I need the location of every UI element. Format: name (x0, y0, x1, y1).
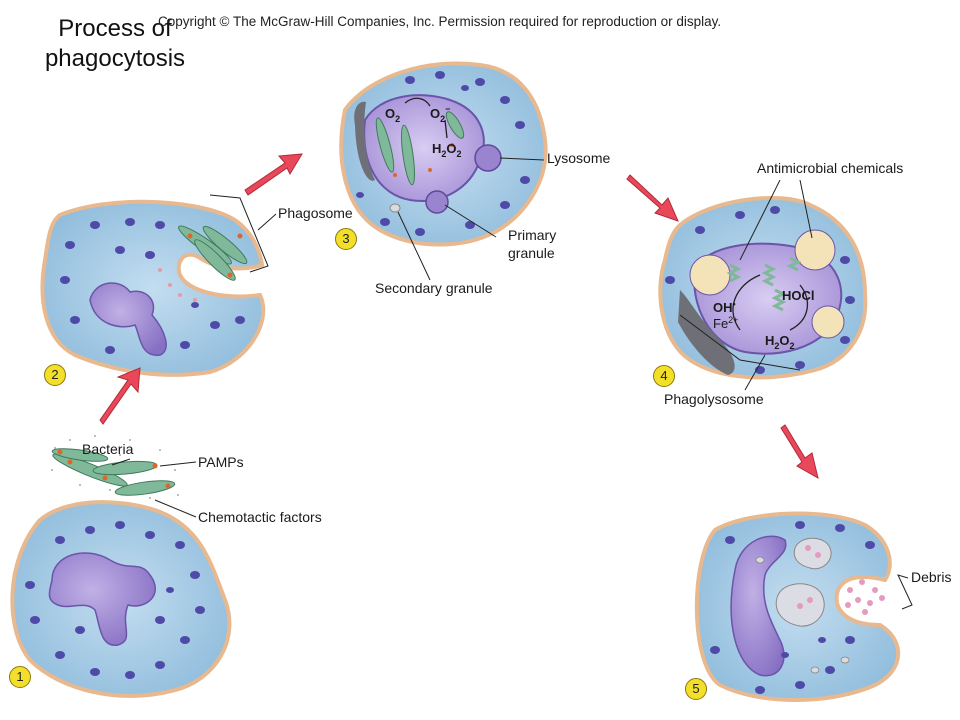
reaction-arrow (404, 97, 431, 107)
cell-5-neutrophil (694, 511, 901, 702)
leader-secondary-granule (397, 211, 431, 281)
leader-lysosome (499, 157, 545, 161)
cell-2-granules (60, 218, 245, 354)
secondary-granule-body (389, 203, 401, 213)
cell-3-membrane-fold (354, 101, 375, 181)
label-primary-granule-line1: Primary (508, 227, 557, 243)
residual-vacuole (793, 537, 832, 570)
cell-4-granules (665, 206, 855, 374)
label-secondary-granule: Secondary granule (375, 280, 493, 296)
label-chemotactic-factors: Chemotactic factors (198, 509, 322, 525)
arrow-step2-to-3 (244, 153, 303, 196)
pamps-dots (57, 449, 171, 489)
cell-2-pink-granules (158, 268, 197, 302)
copyright-notice: Copyright © The McGraw-Hill Companies, I… (158, 14, 722, 29)
step-badge-1: 1 (9, 666, 31, 688)
transition-arrows (99, 153, 819, 480)
label-phagosome: Phagosome (278, 205, 353, 221)
primary-granule-body (425, 190, 449, 214)
step-badge-3: 3 (335, 228, 357, 250)
bacterium (51, 448, 109, 462)
cell-5-secondary-granules (755, 556, 850, 674)
cell-4-membrane-fold (678, 290, 735, 375)
phagolysosome-bracket (679, 314, 801, 371)
chem-hocl: HOCl (782, 288, 815, 303)
label-pamps: PAMPs (198, 454, 244, 470)
cell-3-red-dots (393, 143, 454, 177)
arrow-step3-to-4 (626, 174, 679, 222)
leader-antimicrobial-1 (739, 179, 781, 261)
leader-phagolysosome (744, 354, 766, 391)
cell-4-neutrophil: OH• Fe2+ HOCl H2O2 (658, 195, 868, 380)
chem-iron: Fe2+ (713, 315, 738, 331)
cell-3-granules (356, 71, 530, 236)
arrow-step4-to-5 (780, 424, 819, 480)
cell-5-granules (710, 521, 875, 694)
antimicrobial-granule (811, 305, 845, 339)
phagosome-bacteria (178, 225, 248, 281)
bacteria-cluster (51, 435, 179, 499)
arrow-step1-to-2 (99, 367, 141, 425)
leader-chemotactic (154, 499, 197, 518)
bacterium (445, 111, 465, 139)
lysosome-body (474, 144, 502, 172)
label-debris: Debris (911, 569, 952, 585)
cell-2-neutrophil (40, 199, 266, 377)
reaction-arrow (444, 119, 448, 139)
step-badge-4: 4 (653, 365, 675, 387)
cell-1-neutrophil (10, 500, 232, 698)
fragmented-bacteria (726, 256, 802, 312)
leader-phagosome (257, 213, 277, 231)
chem-o2: O2 (385, 106, 400, 124)
antimicrobial-granule (689, 254, 731, 296)
leader-bacteria (111, 458, 131, 466)
chem-superoxide: O2− (430, 104, 450, 124)
bacterium (92, 460, 158, 476)
chem-h2o2-step3: H2O2 (432, 141, 462, 159)
cell-1-nucleus (48, 552, 156, 646)
cell-1-granules (25, 521, 205, 679)
slide-title: Process of phagocytosis (44, 15, 186, 72)
reaction-arrow (732, 274, 761, 331)
debris-bracket (897, 574, 913, 610)
bacterium (114, 480, 176, 496)
leader-primary-granule (444, 204, 497, 238)
reaction-arrow (789, 284, 809, 331)
label-lysosome: Lysosome (547, 150, 611, 166)
antimicrobial-granule (794, 229, 836, 271)
cell-5-nucleus (730, 535, 787, 677)
step-badge-5: 5 (685, 678, 707, 700)
label-bacteria: Bacteria (82, 441, 134, 457)
leader-pamps (159, 461, 197, 467)
label-phagolysosome: Phagolysosome (664, 391, 764, 407)
debris-particles (797, 545, 885, 615)
leader-antimicrobial-2 (799, 179, 813, 239)
label-primary-granule-line2: granule (508, 245, 555, 261)
label-antimicrobial-chemicals: Antimicrobial chemicals (757, 160, 904, 176)
cell-2-nucleus (89, 282, 167, 356)
chem-h2o2-step4: H2O2 (765, 333, 795, 351)
chem-hydroxyl: OH• (713, 299, 736, 315)
phagosome-bracket (209, 194, 269, 273)
leader-lines (111, 157, 913, 610)
step-badge-2: 2 (44, 364, 66, 386)
cell-3-neutrophil: O2 O2− H2O2 (339, 61, 548, 247)
bacterium (401, 124, 415, 186)
bacterium (375, 117, 395, 173)
